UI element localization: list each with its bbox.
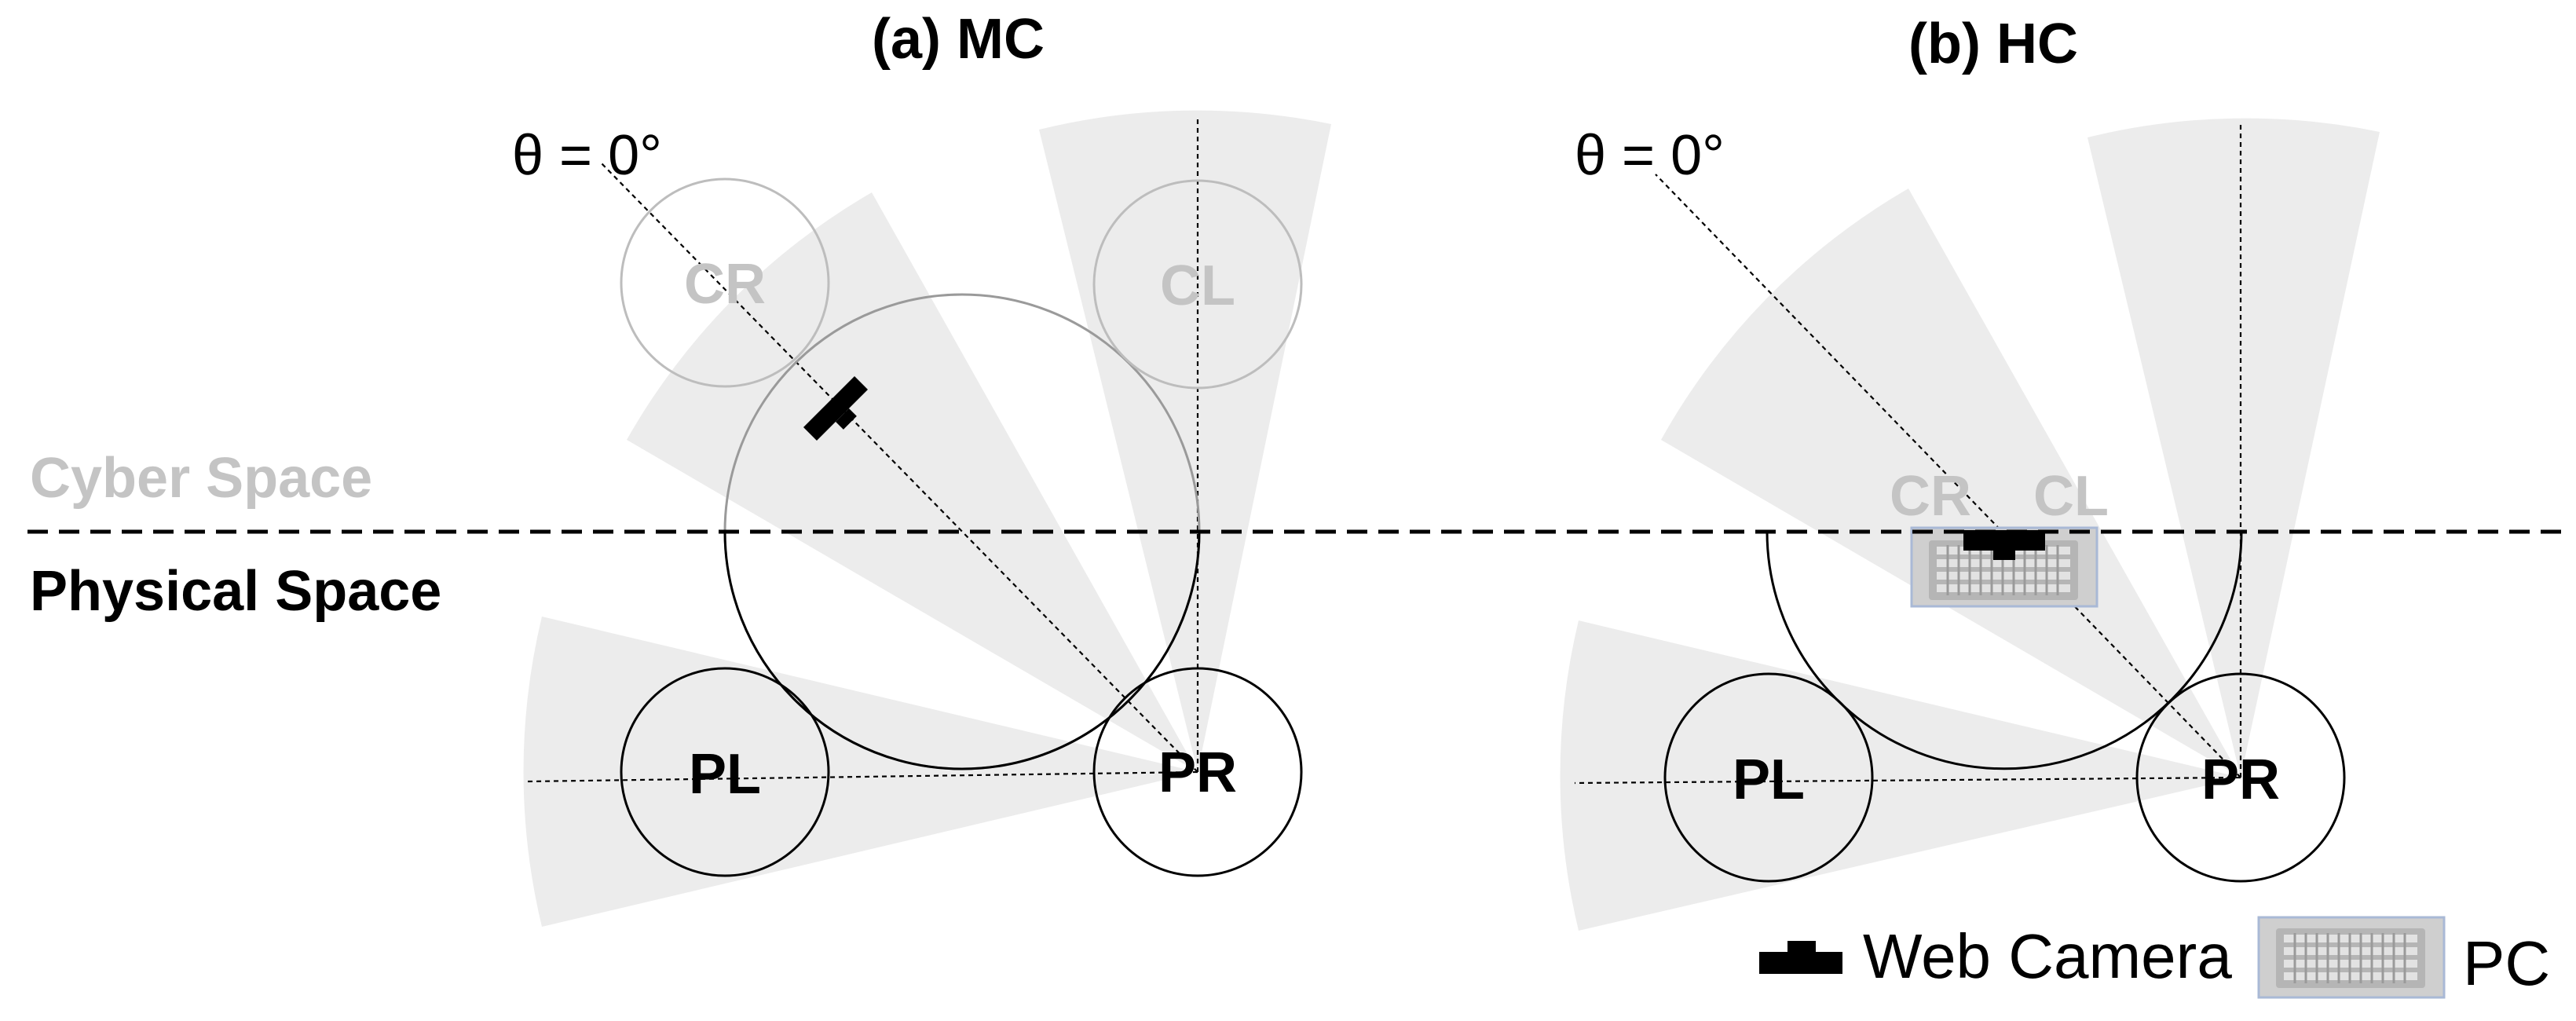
physical-right-circle xyxy=(2135,672,2346,883)
label-cr: CR xyxy=(684,253,766,316)
physical-left-circle xyxy=(620,667,830,877)
label-cl: CL xyxy=(1160,254,1235,317)
sector-pl xyxy=(523,617,1198,927)
arrangement-half-circle xyxy=(1766,531,2243,770)
physical-right-circle xyxy=(1092,667,1303,877)
legend-pc-icon xyxy=(2257,916,2446,999)
label-pr: PR xyxy=(1158,741,1237,804)
legend: Web Camera PC xyxy=(1759,916,2550,999)
physical-space-label: Physical Space xyxy=(30,560,441,623)
sector-cl xyxy=(2088,118,2380,778)
label-pl: PL xyxy=(1733,748,1805,811)
web-camera-icon xyxy=(803,375,869,441)
cyber-space-label: Cyber Space xyxy=(30,447,372,510)
physical-left-circle xyxy=(1663,672,1874,883)
label-pr: PR xyxy=(2201,748,2280,811)
cyber-right-circle xyxy=(620,177,830,388)
horizontal-dotted-line xyxy=(1574,776,2241,785)
cyber-left-circle xyxy=(1092,179,1303,390)
theta-zero-line xyxy=(1655,174,2241,778)
panel-hc-theta-label: θ = 0° xyxy=(1575,124,1725,187)
arrangement-circle-physical-half xyxy=(723,531,1201,770)
label-pl: PL xyxy=(689,743,761,806)
sector-cl xyxy=(1039,110,1331,773)
theta-zero-line xyxy=(598,160,1198,773)
panel-mc-title: (a) MC xyxy=(872,8,1045,71)
panel-hc-title: (b) HC xyxy=(1908,13,2078,75)
label-cl: CL xyxy=(2033,465,2109,528)
panel-mc-theta-label: θ = 0° xyxy=(512,124,662,187)
sector-cr xyxy=(1661,188,2241,778)
sector-pl xyxy=(1560,620,2241,931)
legend-camera-icon xyxy=(1759,941,1842,974)
label-cr: CR xyxy=(1890,465,1971,528)
legend-camera-label: Web Camera xyxy=(1863,921,2232,991)
panel-hc: (b) HC θ = 0° CR CL PL PR xyxy=(1560,13,2380,931)
legend-pc-label: PC xyxy=(2463,928,2550,998)
panel-mc: (a) MC θ = 0° CR CL PL PR xyxy=(512,8,1331,927)
